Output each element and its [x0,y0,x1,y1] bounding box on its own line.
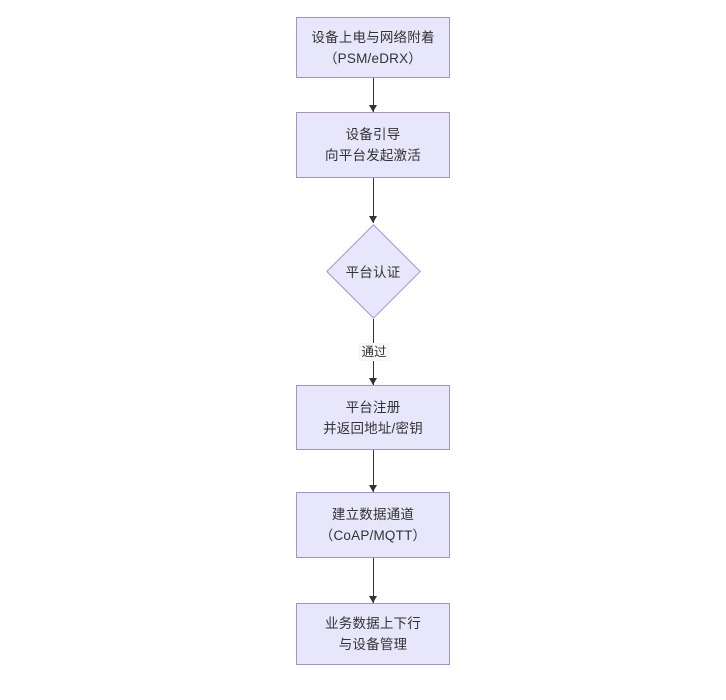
flow-node-line-1: 平台注册 [345,399,401,415]
flow-node-line-2: 向平台发起激活 [325,148,421,163]
flow-node-line-2: （CoAP/MQTT） [319,528,427,543]
flow-node-platform-auth[interactable]: 平台认证 [325,223,421,319]
flow-node-business-data[interactable]: 业务数据上下行 与设备管理 [296,603,450,665]
connector-stem [373,558,374,603]
arrowhead-icon [369,216,377,223]
flow-node-line-1: 业务数据上下行 [325,616,421,631]
flow-node-line-1: 建立数据通道 [331,507,415,522]
arrowhead-icon [369,378,377,385]
flow-node-line-1: 设备引导 [345,127,401,142]
flow-node-platform-register[interactable]: 平台注册 并返回地址/密钥 [296,385,450,450]
connector-stem [373,450,374,492]
flow-node-device-power-on[interactable]: 设备上电与网络附着 （PSM/eDRX） [296,17,450,78]
flow-node-data-channel[interactable]: 建立数据通道 （CoAP/MQTT） [296,492,450,558]
edge-label-pass: 通过 [358,343,390,361]
flow-node-line-1: 设备上电与网络附着 [311,29,435,45]
connector-stem [373,78,374,112]
flow-node-line-1: 平台认证 [345,265,401,280]
arrowhead-icon [369,485,377,492]
connector-stem [373,178,374,223]
flow-node-line-2: 与设备管理 [338,637,408,652]
arrowhead-icon [369,105,377,112]
flow-node-device-bootstrap[interactable]: 设备引导 向平台发起激活 [296,112,450,178]
flow-node-line-2: 并返回地址/密钥 [323,420,423,436]
flow-node-line-2: （PSM/eDRX） [323,50,423,66]
arrowhead-icon [369,596,377,603]
